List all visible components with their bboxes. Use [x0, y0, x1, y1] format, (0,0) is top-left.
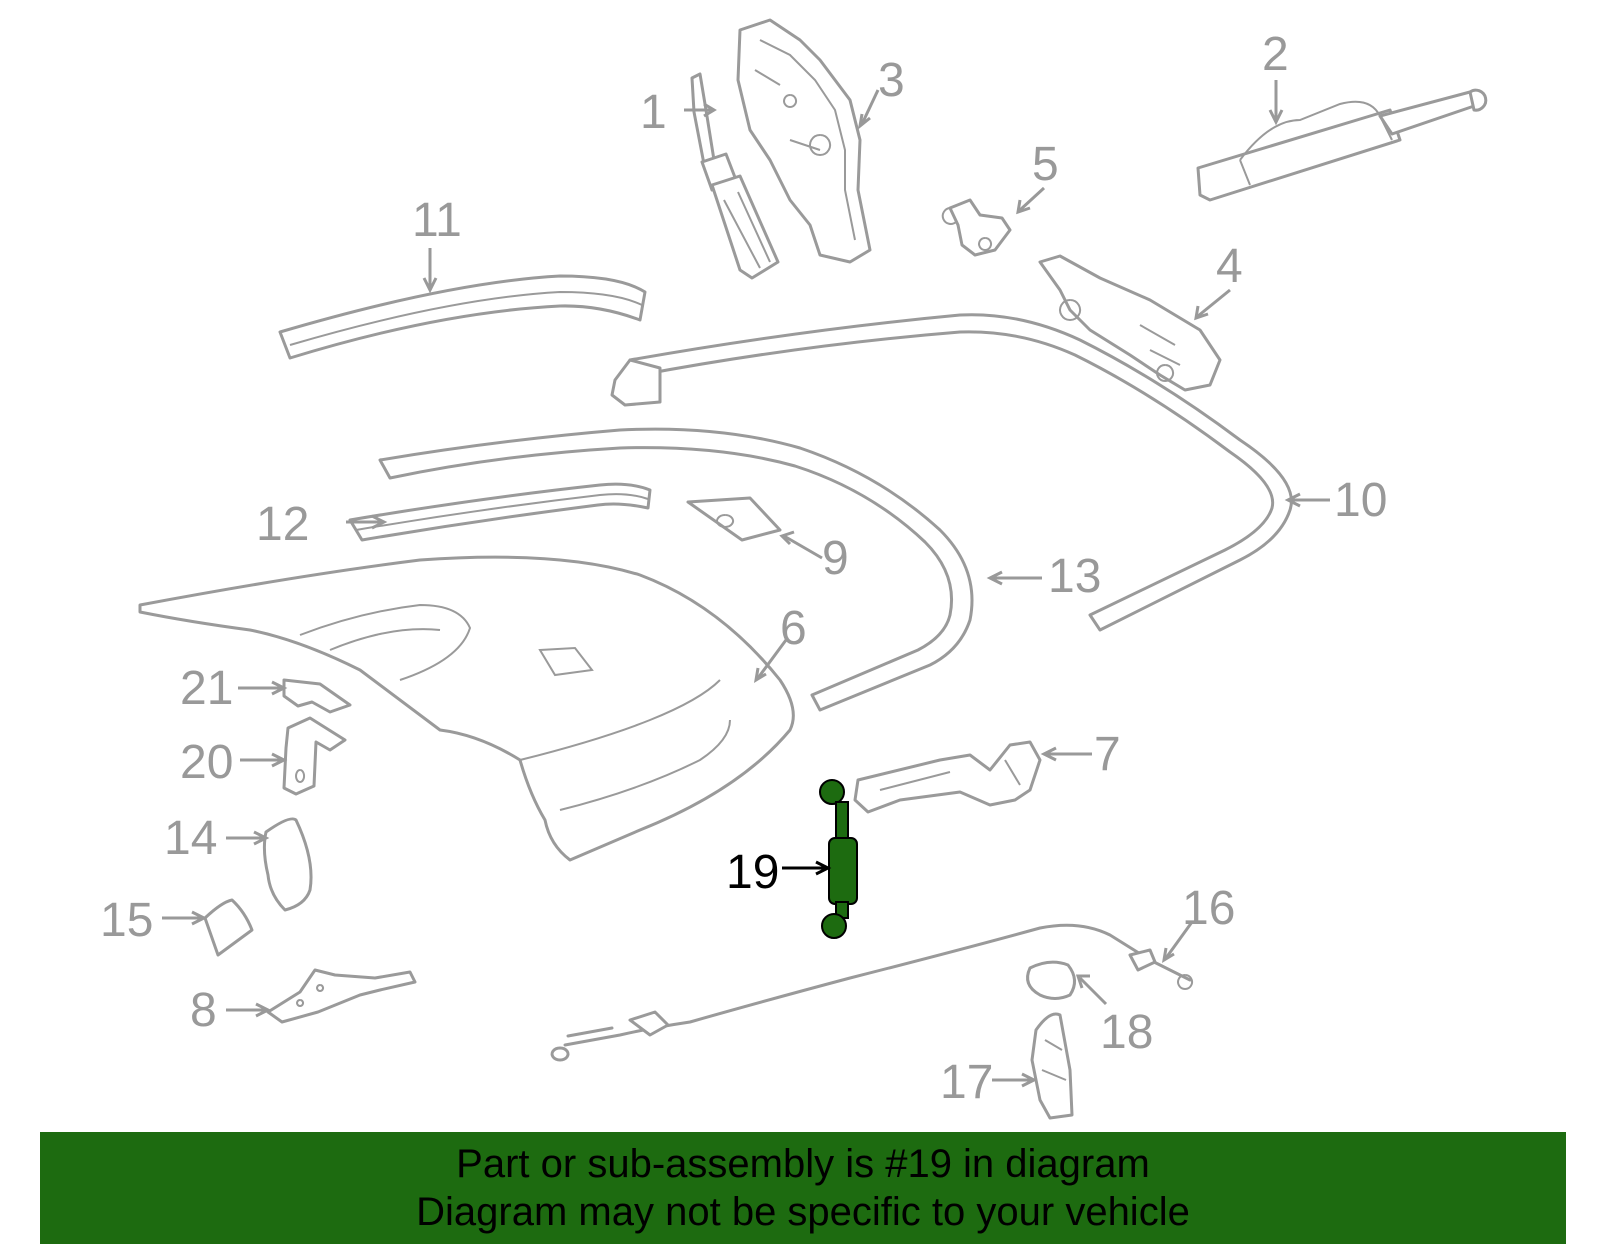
callout-4: 4	[1216, 240, 1243, 293]
callout-16: 16	[1182, 882, 1235, 935]
part-3-drawing	[736, 18, 872, 264]
part-19-drawing	[819, 778, 858, 940]
callout-18: 18	[1100, 1006, 1153, 1059]
part-12-drawing	[348, 482, 652, 542]
part-8-drawing	[266, 968, 417, 1024]
callout-10: 10	[1334, 474, 1387, 527]
part-16-drawing	[550, 923, 1194, 1062]
callout-2: 2	[1262, 28, 1289, 81]
part-9-drawing	[686, 496, 782, 542]
banner-line-1: Part or sub-assembly is #19 in diagram	[456, 1142, 1150, 1186]
part-20-drawing	[282, 716, 347, 796]
callout-5: 5	[1032, 138, 1059, 191]
part-15-drawing	[203, 898, 254, 957]
callout-8: 8	[190, 984, 217, 1037]
part-10-drawing	[610, 313, 1293, 632]
banner-line-2: Diagram may not be specific to your vehi…	[416, 1190, 1190, 1234]
callout-labels: 1 2 3 4 5 6 7 8 9 10 11 12 13 14 15 16 1…	[100, 28, 1387, 1109]
part-14-drawing	[262, 817, 313, 912]
callout-arrows	[162, 80, 1330, 1088]
part-17-drawing	[1030, 1012, 1074, 1120]
callout-3: 3	[878, 54, 905, 107]
part-5-drawing	[941, 198, 1012, 257]
part-4-drawing	[1038, 254, 1222, 392]
part-18-drawing	[1026, 960, 1076, 1000]
callout-9: 9	[822, 532, 849, 585]
part-13-drawing	[378, 427, 974, 712]
info-banner: Part or sub-assembly is #19 in diagram D…	[40, 1132, 1566, 1244]
callout-15: 15	[100, 894, 153, 947]
part-21-drawing	[282, 678, 352, 714]
callout-1: 1	[640, 86, 667, 139]
callout-7: 7	[1094, 728, 1121, 781]
callout-11: 11	[412, 194, 462, 247]
callout-20: 20	[180, 736, 233, 789]
callout-14: 14	[164, 812, 217, 865]
callout-12: 12	[256, 498, 309, 551]
part-7-drawing	[853, 740, 1042, 814]
part-1-drawing	[690, 72, 780, 280]
callout-21: 21	[180, 662, 233, 715]
callout-13: 13	[1048, 550, 1101, 603]
part-6-drawing	[138, 555, 795, 862]
callout-6: 6	[780, 602, 807, 655]
part-2-drawing	[1196, 88, 1488, 202]
part-11-drawing	[278, 274, 647, 360]
callout-19: 19	[726, 846, 779, 899]
callout-17: 17	[940, 1056, 993, 1109]
